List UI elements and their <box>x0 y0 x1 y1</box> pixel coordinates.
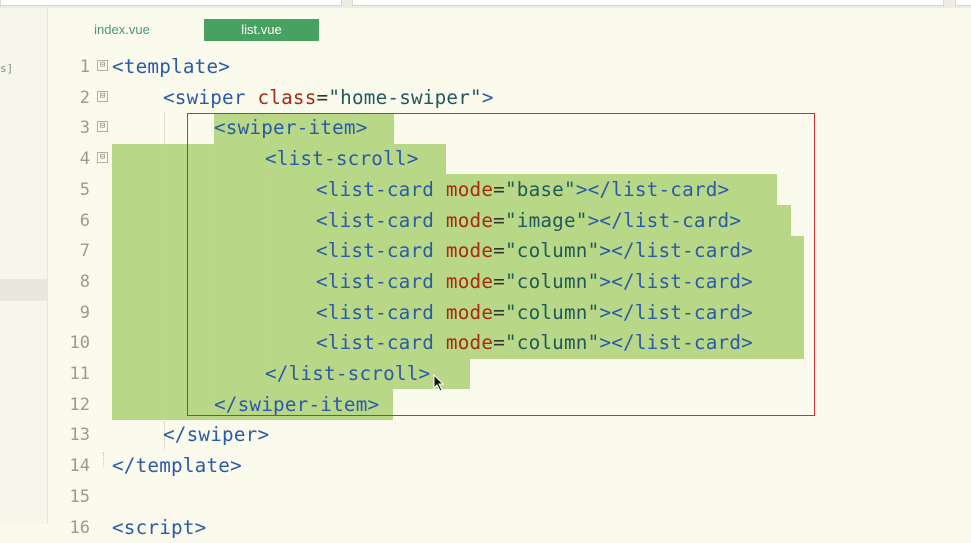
line-number: 6 <box>56 206 90 236</box>
fold-toggle-icon[interactable]: ⊟ <box>97 60 108 71</box>
line-number: 16 <box>56 513 90 543</box>
project-sidebar: s] <box>0 8 48 524</box>
code-line: 2 ⊟ <swiper class="home-swiper"> <box>56 83 971 114</box>
code-line: 16 <script> <box>56 513 971 543</box>
line-number: 9 <box>56 298 90 328</box>
line-number: 15 <box>56 482 90 512</box>
code-text: </template> <box>112 451 242 481</box>
toolbar-field-1[interactable] <box>0 0 342 6</box>
code-text: </swiper> <box>163 420 269 450</box>
line-number: 8 <box>56 267 90 297</box>
line-number: 11 <box>56 359 90 389</box>
code-text: <template> <box>112 52 230 82</box>
mouse-pointer-icon <box>433 374 445 392</box>
editor-tab-bar: index.vue list.vue <box>56 8 971 44</box>
code-text: <swiper class="home-swiper"> <box>163 83 494 113</box>
code-line: 15 <box>56 482 971 513</box>
line-number: 4 <box>56 144 90 174</box>
code-line: 13 </swiper> <box>56 420 971 451</box>
line-number: 2 <box>56 83 90 113</box>
code-line: 1 ⊟ <template> <box>56 52 971 83</box>
sidebar-text-fragment: s] <box>0 62 13 75</box>
annotation-highlight-box <box>187 113 815 416</box>
line-number: 12 <box>56 390 90 420</box>
fold-toggle-icon[interactable]: ⊟ <box>97 121 108 132</box>
fold-toggle-icon[interactable]: ⊟ <box>97 91 108 102</box>
tab-index-vue[interactable]: index.vue <box>80 19 164 41</box>
toolbar-field-2[interactable] <box>352 0 944 6</box>
code-text: <script> <box>112 513 206 543</box>
line-number: 10 <box>56 328 90 358</box>
line-number: 7 <box>56 236 90 266</box>
line-number: 1 <box>56 52 90 82</box>
tab-list-vue[interactable]: list.vue <box>204 19 319 41</box>
line-number: 13 <box>56 420 90 450</box>
sidebar-selected-row[interactable] <box>0 279 47 301</box>
code-line: 14 </template> <box>56 451 971 482</box>
fold-toggle-icon[interactable]: ⊟ <box>97 152 108 163</box>
toolbar-field-3[interactable] <box>955 0 971 6</box>
line-number: 5 <box>56 175 90 205</box>
line-number: 14 <box>56 451 90 481</box>
top-toolbar <box>0 0 971 8</box>
line-number: 3 <box>56 113 90 143</box>
